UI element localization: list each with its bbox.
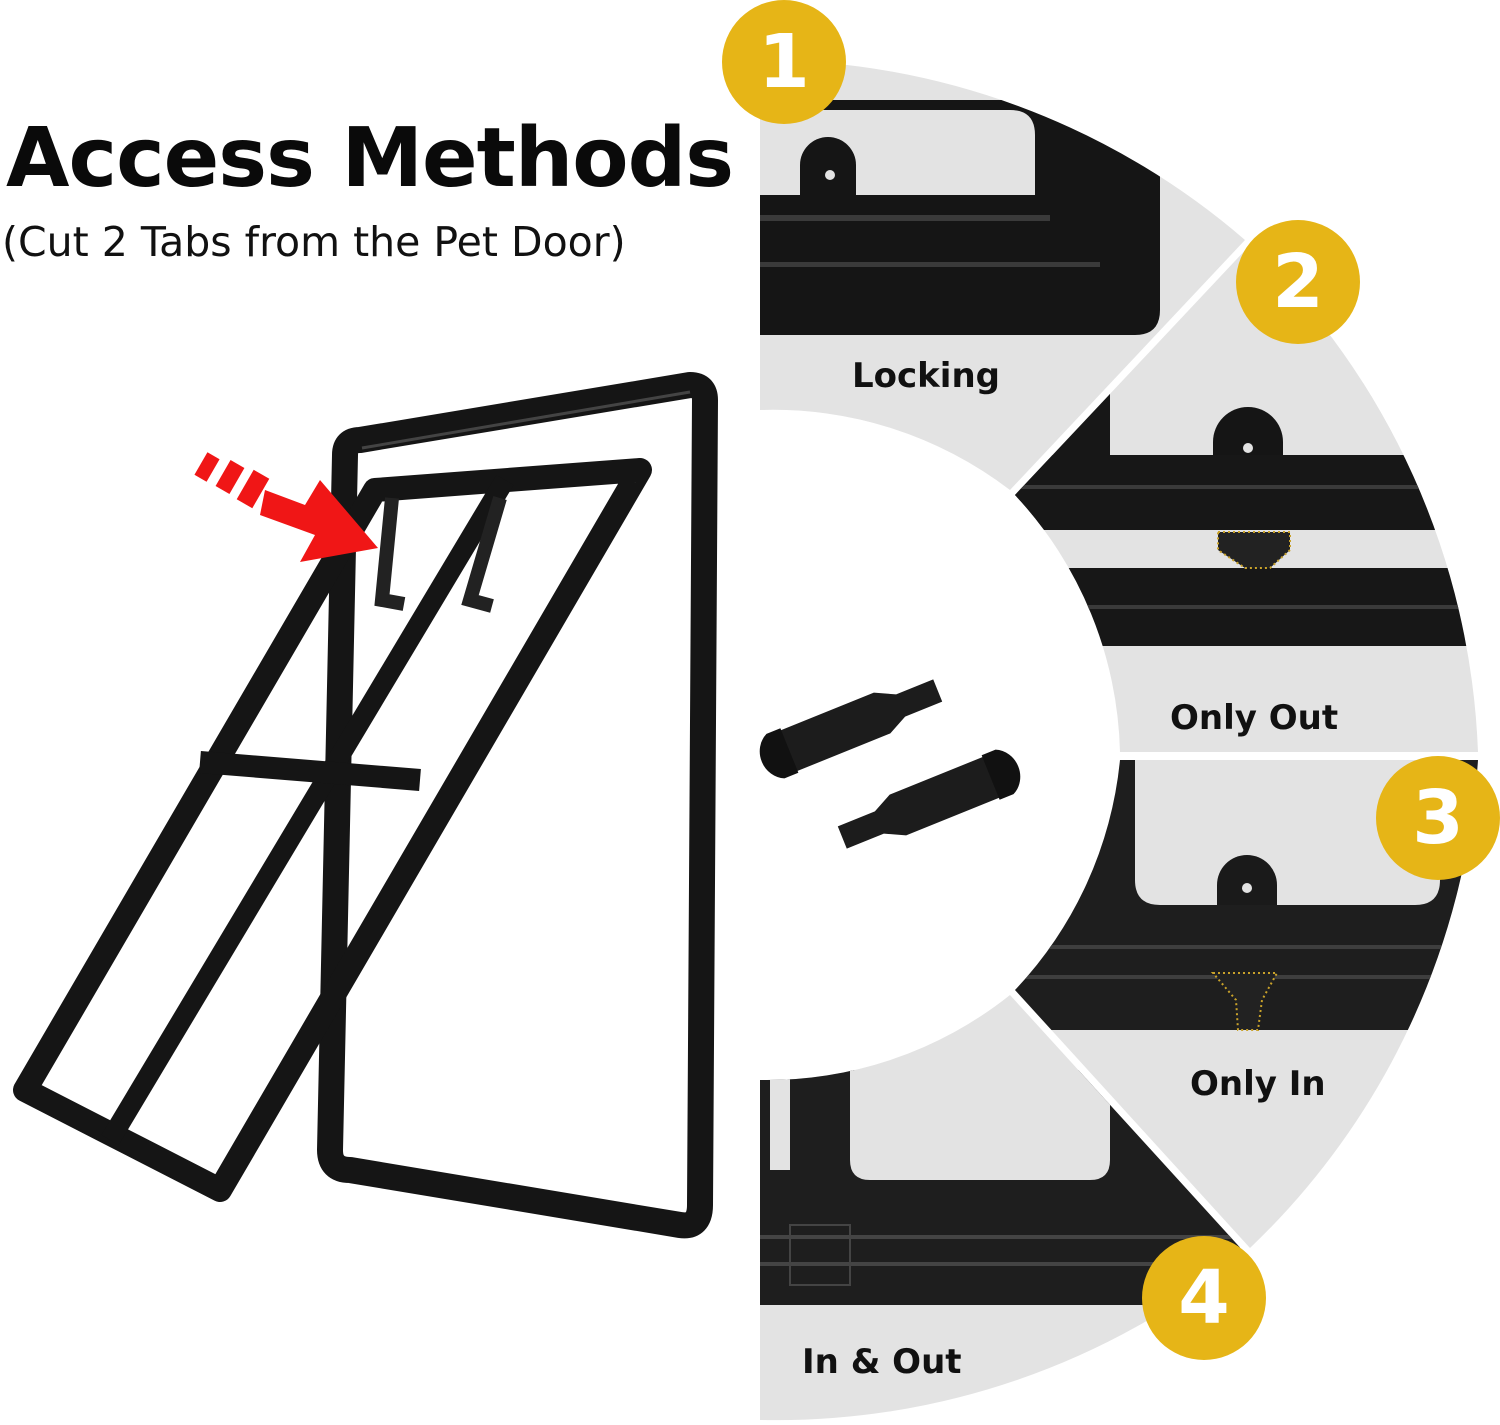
- frame-corner-photo: [760, 100, 1160, 335]
- locking-tabs-illustration: [759, 679, 1021, 849]
- method-badge-4: 4: [1142, 1236, 1266, 1360]
- page-title: Access Methods: [6, 111, 734, 206]
- method-badge-3: 3: [1376, 756, 1500, 880]
- page-subtitle: (Cut 2 Tabs from the Pet Door): [2, 218, 626, 266]
- method-label-only-in: Only In: [1190, 1064, 1326, 1104]
- pet-door-illustration: [13, 372, 718, 1239]
- red-arrow-icon: [194, 452, 378, 562]
- method-badge-2: 2: [1236, 220, 1360, 344]
- segment-locking: [760, 59, 1245, 490]
- method-label-in-and-out: In & Out: [802, 1342, 962, 1382]
- method-badge-1: 1: [722, 0, 846, 124]
- method-label-locking: Locking: [852, 356, 1000, 396]
- method-label-only-out: Only Out: [1170, 698, 1339, 738]
